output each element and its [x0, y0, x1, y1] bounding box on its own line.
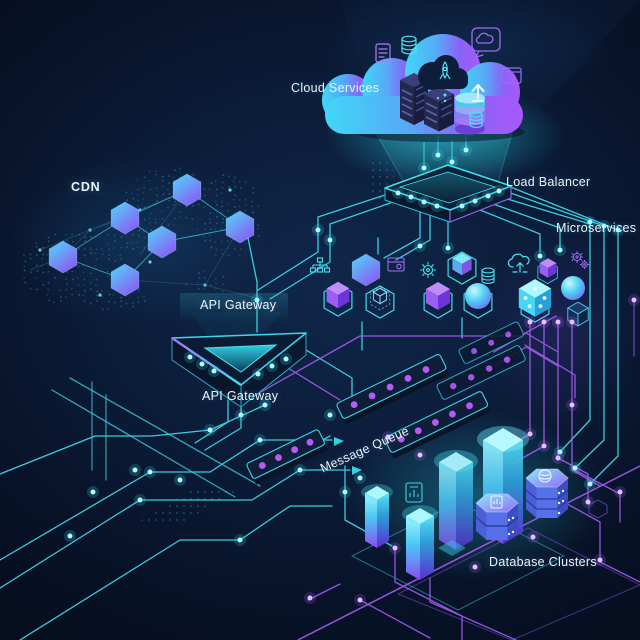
- gear-icon: [419, 261, 437, 279]
- microservices-label: Microservices: [556, 221, 637, 235]
- database-cylinder-icon: [469, 111, 483, 128]
- cloud-services-illustration: [322, 34, 525, 142]
- upload-arrow-icon: [471, 83, 485, 103]
- browser-icon: [387, 257, 405, 272]
- db-tower: [361, 484, 393, 548]
- api-gateway-label-bottom: API Gateway: [202, 389, 279, 403]
- coin-database-icon: [538, 469, 552, 483]
- glow-nodes-purple: [304, 294, 640, 606]
- server-rack: [424, 86, 454, 132]
- cdn-map: [23, 167, 260, 311]
- rocket-hole: [418, 55, 468, 103]
- load-balancer-chip: [384, 164, 512, 223]
- cdn-label: CDN: [71, 180, 101, 194]
- doc-chart-icon: [490, 495, 503, 509]
- database-hex-stacks: [405, 468, 569, 540]
- microservices-cluster-1: [309, 253, 405, 319]
- microservices-cluster-2: [419, 251, 495, 319]
- database-clusters-label: Database Clusters: [489, 555, 597, 569]
- document-icon: [375, 43, 391, 63]
- chat-cloud-icon: [471, 27, 501, 58]
- sitemap-icon: [309, 257, 331, 273]
- browser-gear-icon: [501, 67, 522, 84]
- microservices-cluster-3: [507, 250, 590, 327]
- cloud-floating-icons: [375, 27, 522, 128]
- database-cylinder-icon: [401, 35, 417, 55]
- message-queue-slabs: [246, 321, 526, 485]
- rocket-icon: [439, 61, 451, 80]
- db-tower: [402, 505, 438, 580]
- circuit-lines-purple: [249, 299, 640, 640]
- api-gateway-label-top: API Gateway: [200, 298, 277, 312]
- db-tower: [434, 450, 478, 556]
- glow-nodes-cyan: [64, 144, 624, 546]
- cloud-services-label: Cloud Services: [291, 81, 380, 95]
- cloud-upload-icon: [507, 253, 530, 273]
- load-balancer-label: Load Balancer: [506, 175, 591, 189]
- doc-chart-icon: [405, 482, 423, 503]
- double-gears-icon: [570, 250, 590, 270]
- database-cylinder-icon: [481, 267, 495, 284]
